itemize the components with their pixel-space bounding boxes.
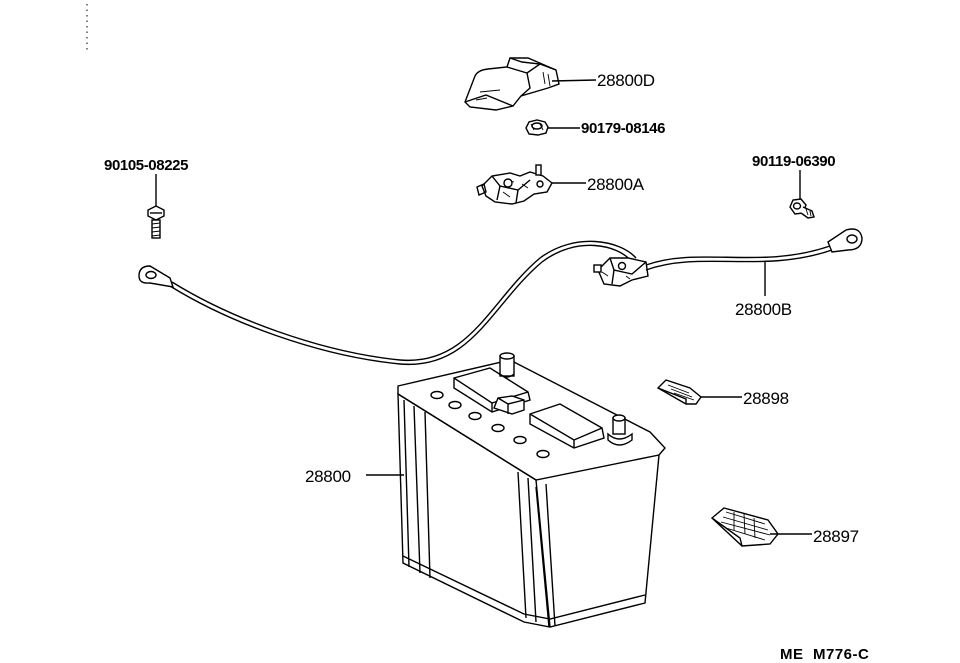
tray-28897 (710, 507, 812, 547)
battery-28800 (366, 352, 666, 628)
terminal-clamp-28800a (476, 164, 586, 205)
terminal-cover-28800d (464, 57, 597, 111)
bolt-90105-08225 (147, 174, 165, 239)
label-28800: 28800 (305, 467, 351, 486)
footer-code-left: ME (780, 646, 804, 663)
label-28898: 28898 (743, 389, 789, 408)
label-28800b: 28800B (735, 300, 792, 319)
bolt-90119-06390 (789, 170, 815, 219)
label-28800a: 28800A (587, 175, 645, 194)
footer-code-right: M776-C (813, 646, 869, 663)
label-90105-08225: 90105-08225 (104, 157, 188, 174)
label-28800d: 28800D (597, 71, 655, 90)
label-90179-08146: 90179-08146 (581, 120, 665, 137)
label-90119-06390: 90119-06390 (752, 153, 835, 170)
cable-28800b (138, 228, 863, 365)
nut-90179-08146 (525, 119, 580, 136)
label-28897: 28897 (813, 527, 859, 546)
plate-28898 (656, 379, 742, 405)
